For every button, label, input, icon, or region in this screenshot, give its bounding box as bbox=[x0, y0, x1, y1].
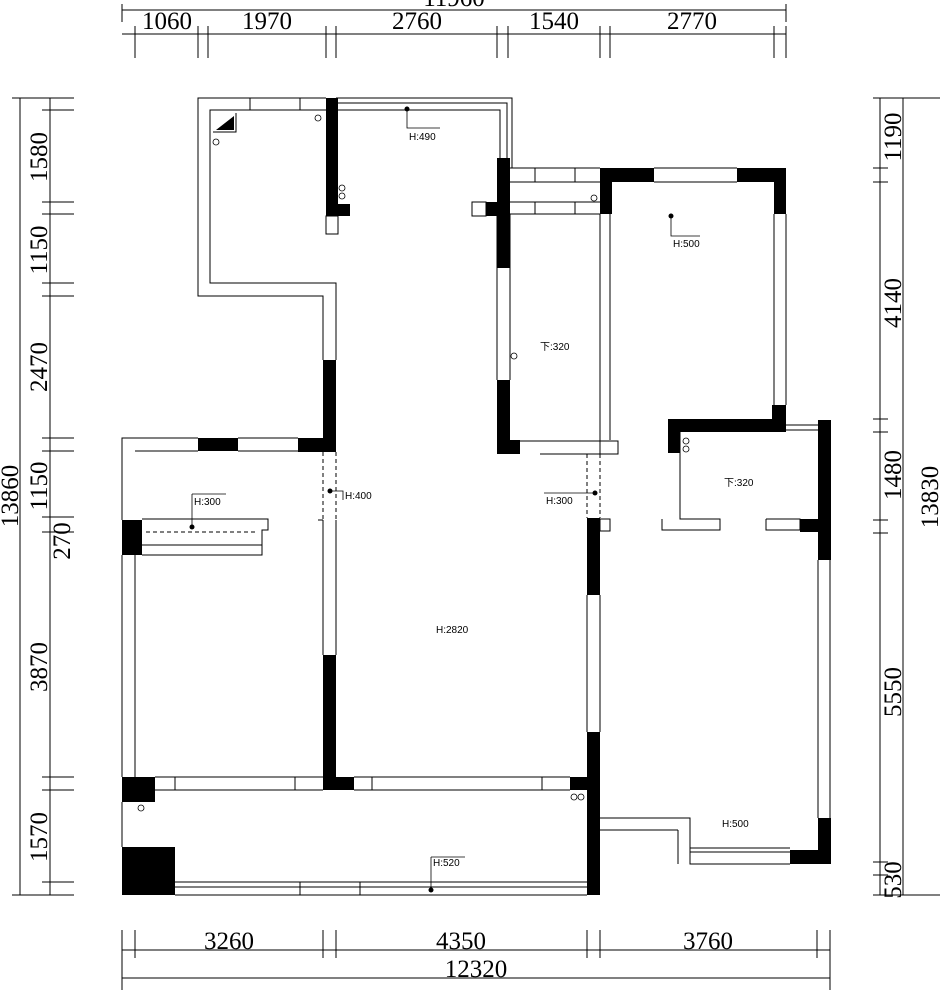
corner-fixture-icon bbox=[216, 116, 234, 130]
right-dim-3: 1480 bbox=[880, 450, 907, 500]
pipe-icon bbox=[510, 352, 518, 360]
left-dim-7: 1570 bbox=[26, 812, 53, 862]
pipe-icon bbox=[338, 184, 346, 192]
top-dim-4: 1540 bbox=[529, 8, 579, 35]
left-dim-4: 1150 bbox=[26, 461, 53, 510]
door-openings bbox=[322, 452, 601, 520]
height-annotations: H:490 H:500 下:320 下:320 H:300 H:400 H:30… bbox=[189, 106, 754, 893]
right-dim-4: 5550 bbox=[880, 667, 907, 717]
top-dim-5: 2770 bbox=[667, 8, 717, 35]
top-dim-2: 1970 bbox=[242, 8, 292, 35]
top-dim-3: 2760 bbox=[392, 8, 442, 35]
left-dim-6: 3870 bbox=[26, 642, 53, 692]
note-down-320-a: 下:320 bbox=[540, 342, 570, 353]
pipe-icon bbox=[338, 192, 346, 200]
pipe-icon bbox=[137, 804, 145, 812]
pipe-icon bbox=[577, 793, 585, 801]
note-h400: H:400 bbox=[345, 491, 372, 502]
right-dimension-chain: 1190 4140 1480 5550 530 13830 bbox=[873, 97, 944, 899]
pipe-icon bbox=[682, 445, 690, 453]
solid-walls bbox=[122, 98, 831, 895]
note-h500-bottom: H:500 bbox=[722, 819, 749, 830]
pipe-icon bbox=[682, 437, 690, 445]
top-dim-1: 1060 bbox=[142, 8, 192, 35]
right-dim-1: 1190 bbox=[880, 112, 907, 161]
left-dim-3: 2470 bbox=[26, 342, 53, 392]
bottom-dim-1: 3260 bbox=[204, 928, 254, 955]
pipe-icon bbox=[314, 114, 322, 122]
pipe-icon bbox=[590, 194, 598, 202]
left-dimension-chain: 13860 1580 1150 2470 1150 270 3870 1570 bbox=[0, 97, 76, 896]
right-dim-2: 4140 bbox=[880, 278, 907, 328]
note-h500-top: H:500 bbox=[673, 239, 700, 250]
right-dim-5: 530 bbox=[880, 861, 907, 899]
left-dim-2: 1150 bbox=[26, 225, 53, 274]
left-dim-5: 270 bbox=[49, 522, 76, 560]
note-h300-left: H:300 bbox=[194, 497, 221, 508]
note-down-320-b: 下:320 bbox=[724, 478, 754, 489]
note-h520: H:520 bbox=[433, 858, 460, 869]
left-dim-1: 1580 bbox=[26, 132, 53, 182]
bottom-overall-dim: 12320 bbox=[445, 956, 508, 983]
wall-outlines bbox=[121, 97, 831, 896]
bottom-dimension-chain: 3260 4350 3760 12320 bbox=[121, 928, 831, 990]
top-dimension-chain: 11960 1060 1970 2760 1540 2770 bbox=[121, 0, 787, 58]
right-overall-dim: 13830 bbox=[917, 466, 944, 529]
note-h300-right: H:300 bbox=[546, 496, 573, 507]
pipe-icon bbox=[570, 793, 578, 801]
top-overall-dim: 11960 bbox=[423, 0, 485, 12]
left-overall-dim: 13860 bbox=[0, 465, 24, 528]
bottom-dim-2: 4350 bbox=[436, 928, 486, 955]
note-h490: H:490 bbox=[409, 132, 436, 143]
note-h2820: H:2820 bbox=[436, 625, 469, 636]
bottom-dim-3: 3760 bbox=[683, 928, 733, 955]
fixtures bbox=[137, 113, 690, 812]
pipe-icon bbox=[212, 138, 220, 146]
